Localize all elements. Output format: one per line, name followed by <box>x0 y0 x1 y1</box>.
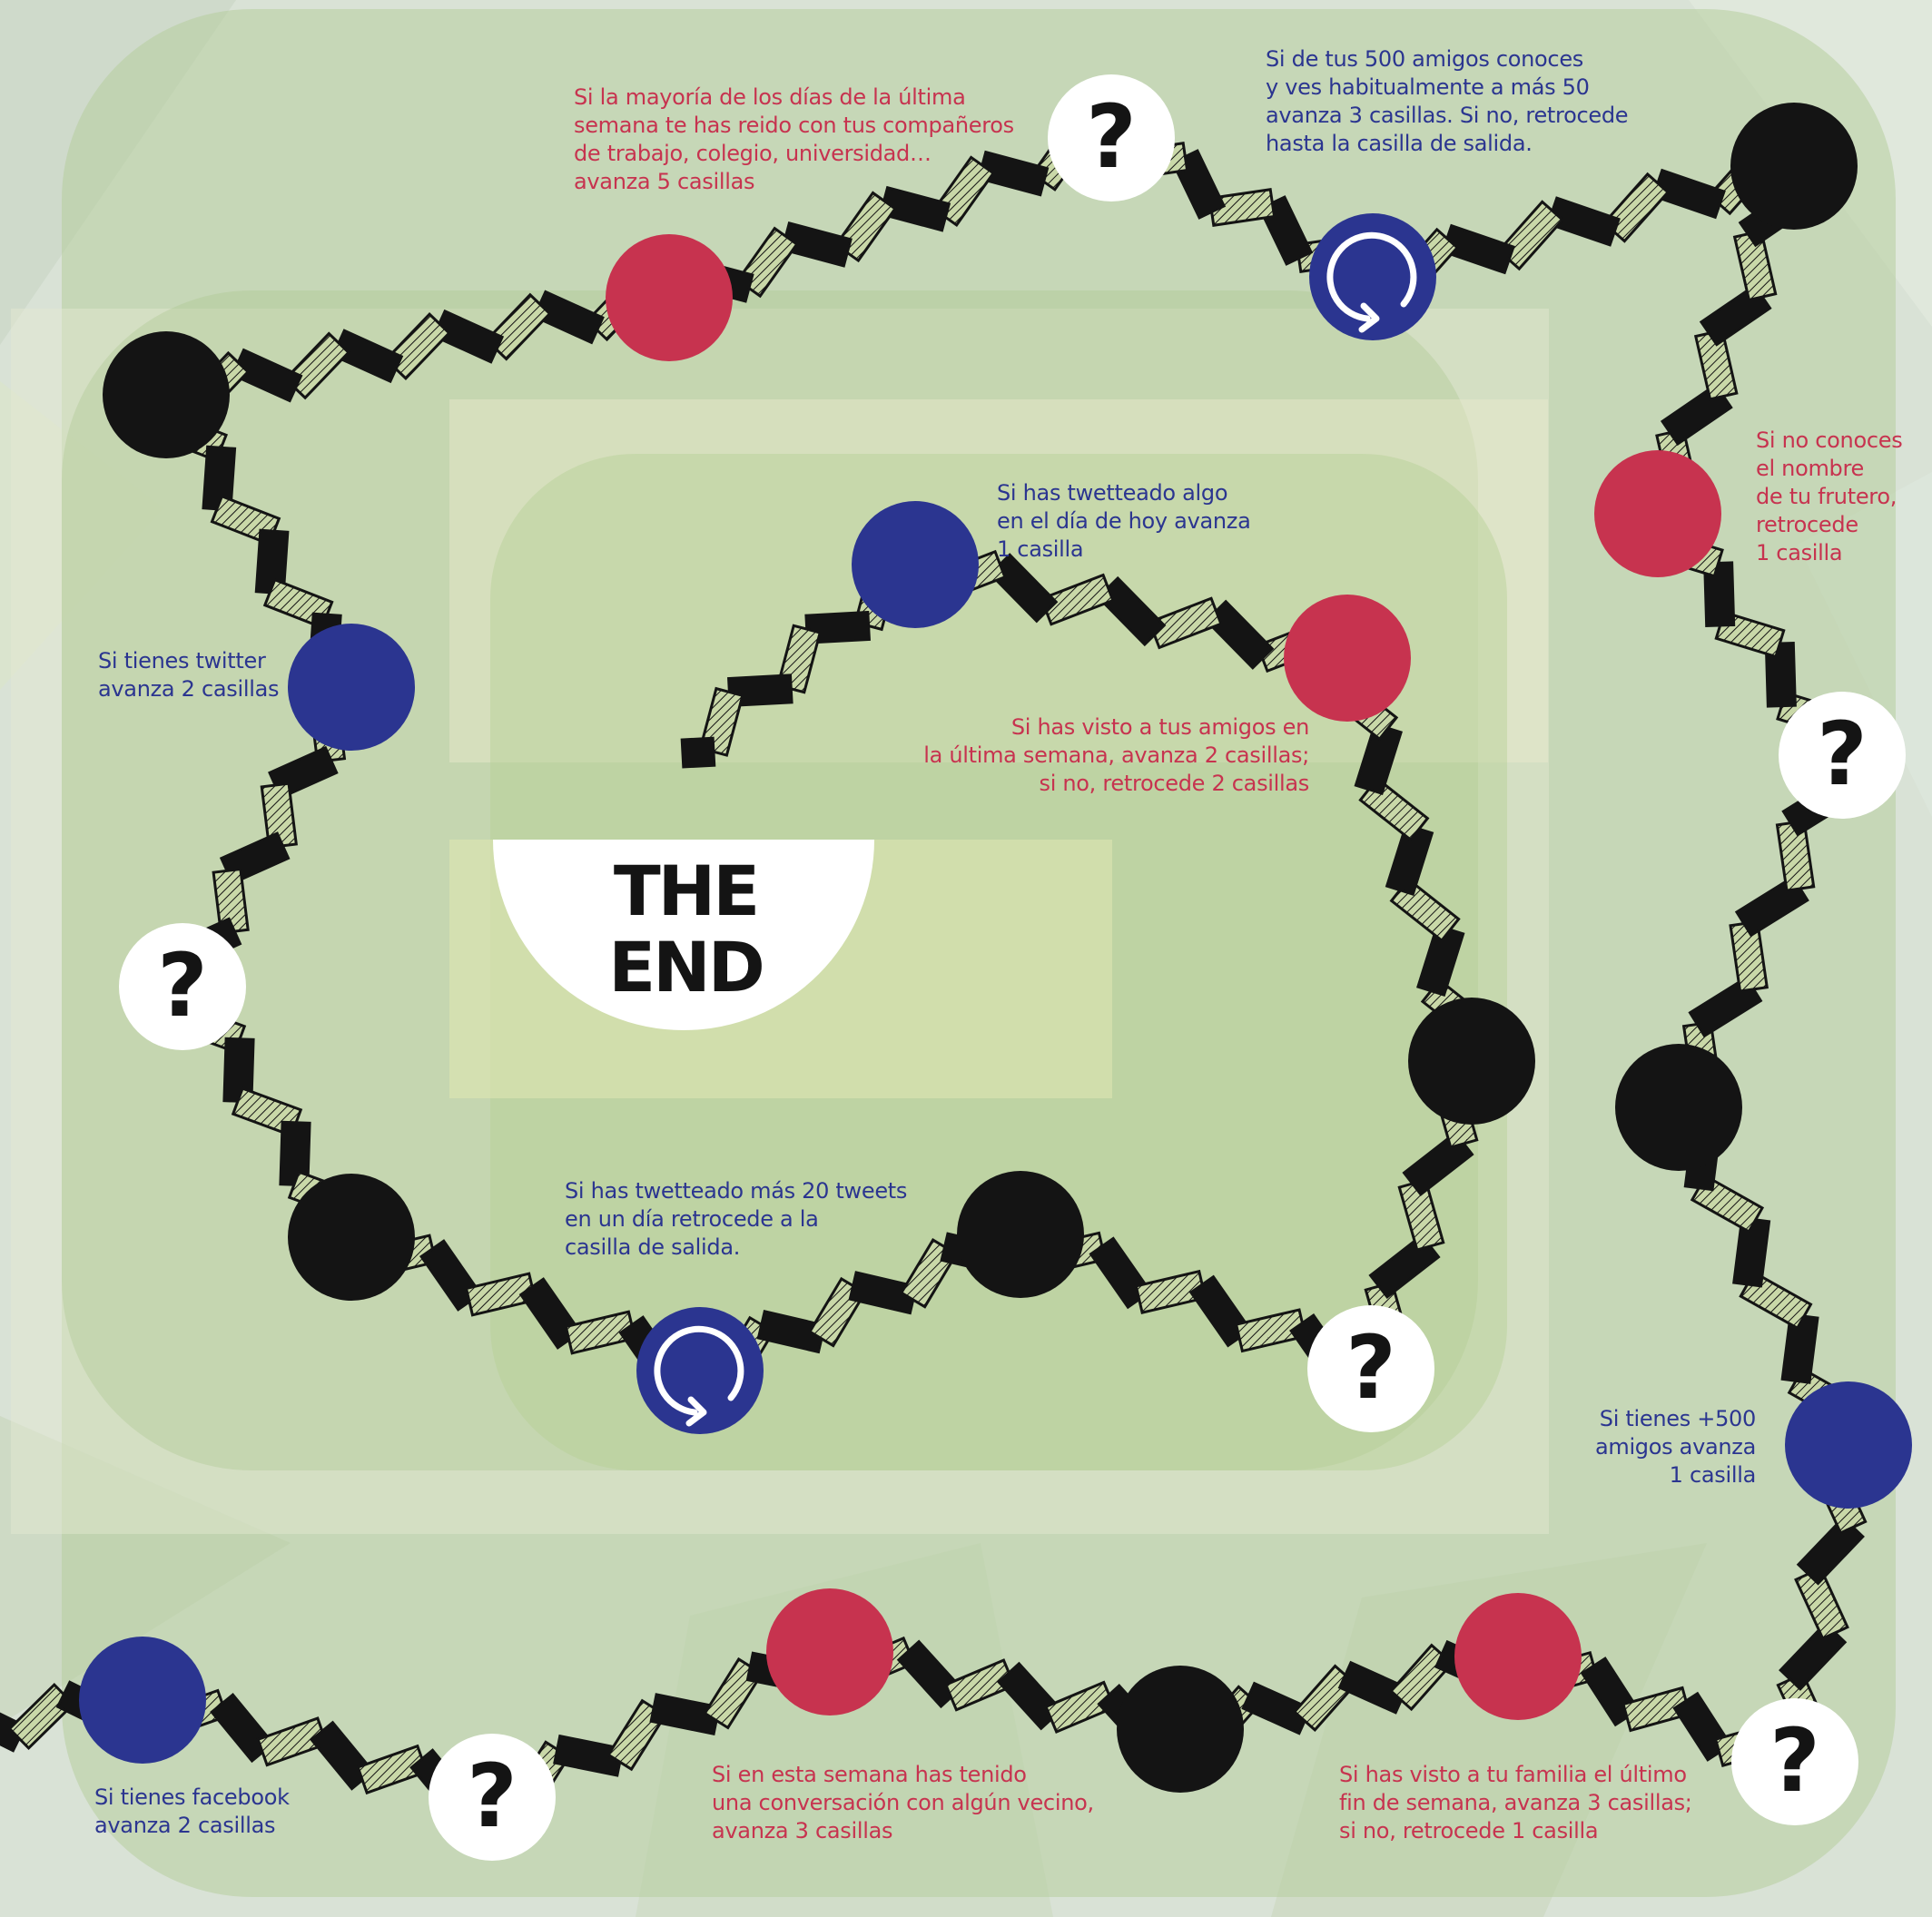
question-mark-icon: ? <box>157 935 208 1037</box>
rule-familia: Si has visto a tu familia el último fin … <box>1339 1762 1692 1843</box>
question-mark-icon: ? <box>1346 1317 1396 1419</box>
track-step <box>256 1716 329 1767</box>
board-space-white: ? <box>1048 74 1175 202</box>
board-space-blue <box>852 501 979 628</box>
board-space-blue <box>79 1637 206 1764</box>
question-mark-icon: ? <box>467 1745 518 1847</box>
track-step <box>283 331 351 400</box>
rule-tweets-20: Si has twetteado más 20 tweets en un día… <box>565 1178 908 1260</box>
board-space-red <box>1284 595 1411 722</box>
rule-reido: Si la mayoría de los días de la última s… <box>574 84 1014 194</box>
board-space-white: ? <box>429 1734 556 1861</box>
track-step <box>212 867 250 935</box>
board-space-blue <box>1309 213 1436 340</box>
track-step <box>1397 1178 1445 1252</box>
track-step <box>1775 819 1816 892</box>
board-space-white: ? <box>119 923 246 1050</box>
track-step <box>1358 776 1430 842</box>
board-space-black <box>1117 1666 1244 1793</box>
rule-amigos-conoces: Si de tus 500 amigos conoces y ves habit… <box>1266 46 1629 156</box>
board-space-white: ? <box>1779 692 1906 819</box>
track-step <box>1794 1566 1849 1641</box>
track-step <box>1729 919 1769 993</box>
track-step <box>943 1658 1017 1712</box>
track-step <box>1496 200 1565 271</box>
track-step <box>1234 1308 1307 1353</box>
track-step <box>1292 1664 1358 1733</box>
rule-tweet-hoy: Si has twetteado algo en el día de hoy a… <box>997 480 1251 562</box>
track-step <box>1388 1643 1454 1712</box>
rule-facebook: Si tienes facebook avanza 2 casillas <box>94 1784 290 1838</box>
board-spaces: ?????? <box>79 74 1912 1861</box>
track-step <box>1602 172 1671 243</box>
track-step <box>384 312 451 380</box>
board-space-red <box>1454 1593 1582 1720</box>
track-step <box>1040 573 1115 626</box>
question-mark-icon: ? <box>1769 1710 1820 1812</box>
track-step <box>1134 1269 1208 1314</box>
question-mark-icon: ? <box>1086 86 1137 188</box>
track-step <box>356 1744 429 1795</box>
rule-frutero: Si no conoces el nombre de tu frutero, r… <box>1756 428 1903 565</box>
track-step <box>260 782 298 850</box>
board-space-black <box>288 1174 415 1301</box>
end-label: THE END <box>608 850 765 1008</box>
board-space-black <box>957 1171 1084 1298</box>
board-space-white: ? <box>1731 1698 1858 1825</box>
track-step <box>1148 596 1223 650</box>
rule-twitter: Si tienes twitter avanza 2 casillas <box>98 648 280 702</box>
board-space-black <box>1615 1044 1742 1171</box>
board-space-blue <box>1785 1381 1912 1509</box>
question-mark-icon: ? <box>1817 703 1868 805</box>
restart-arrow-icon <box>654 1325 744 1427</box>
rule-amigos-500: Si tienes +500 amigos avanza 1 casilla <box>1594 1406 1756 1488</box>
track-step <box>1389 877 1461 943</box>
board-space-white: ? <box>1307 1305 1434 1432</box>
board-space-red <box>1594 450 1721 577</box>
track-step <box>1693 329 1739 401</box>
board-space-blue <box>636 1307 764 1434</box>
restart-arrow-icon <box>1326 231 1417 333</box>
end-goal-space <box>493 840 874 1030</box>
board-space-blue <box>288 624 415 751</box>
board-space-black <box>103 331 230 458</box>
track-step <box>1732 229 1778 302</box>
rule-vecino: Si en esta semana has tenido una convers… <box>712 1762 1094 1843</box>
track-step <box>484 292 552 361</box>
board-space-red <box>766 1588 893 1715</box>
track-step <box>1208 188 1276 227</box>
track-step <box>564 1310 637 1355</box>
rule-visto-amigos: Si has visto a tus amigos en la última s… <box>923 714 1309 796</box>
track-step <box>680 736 716 769</box>
board-space-black <box>1408 998 1535 1125</box>
board-space-red <box>606 234 733 361</box>
track-step <box>464 1272 537 1317</box>
track-step <box>7 1682 75 1751</box>
track-step <box>1622 1686 1691 1733</box>
board-space-black <box>1730 103 1858 230</box>
track-step <box>1044 1680 1117 1734</box>
